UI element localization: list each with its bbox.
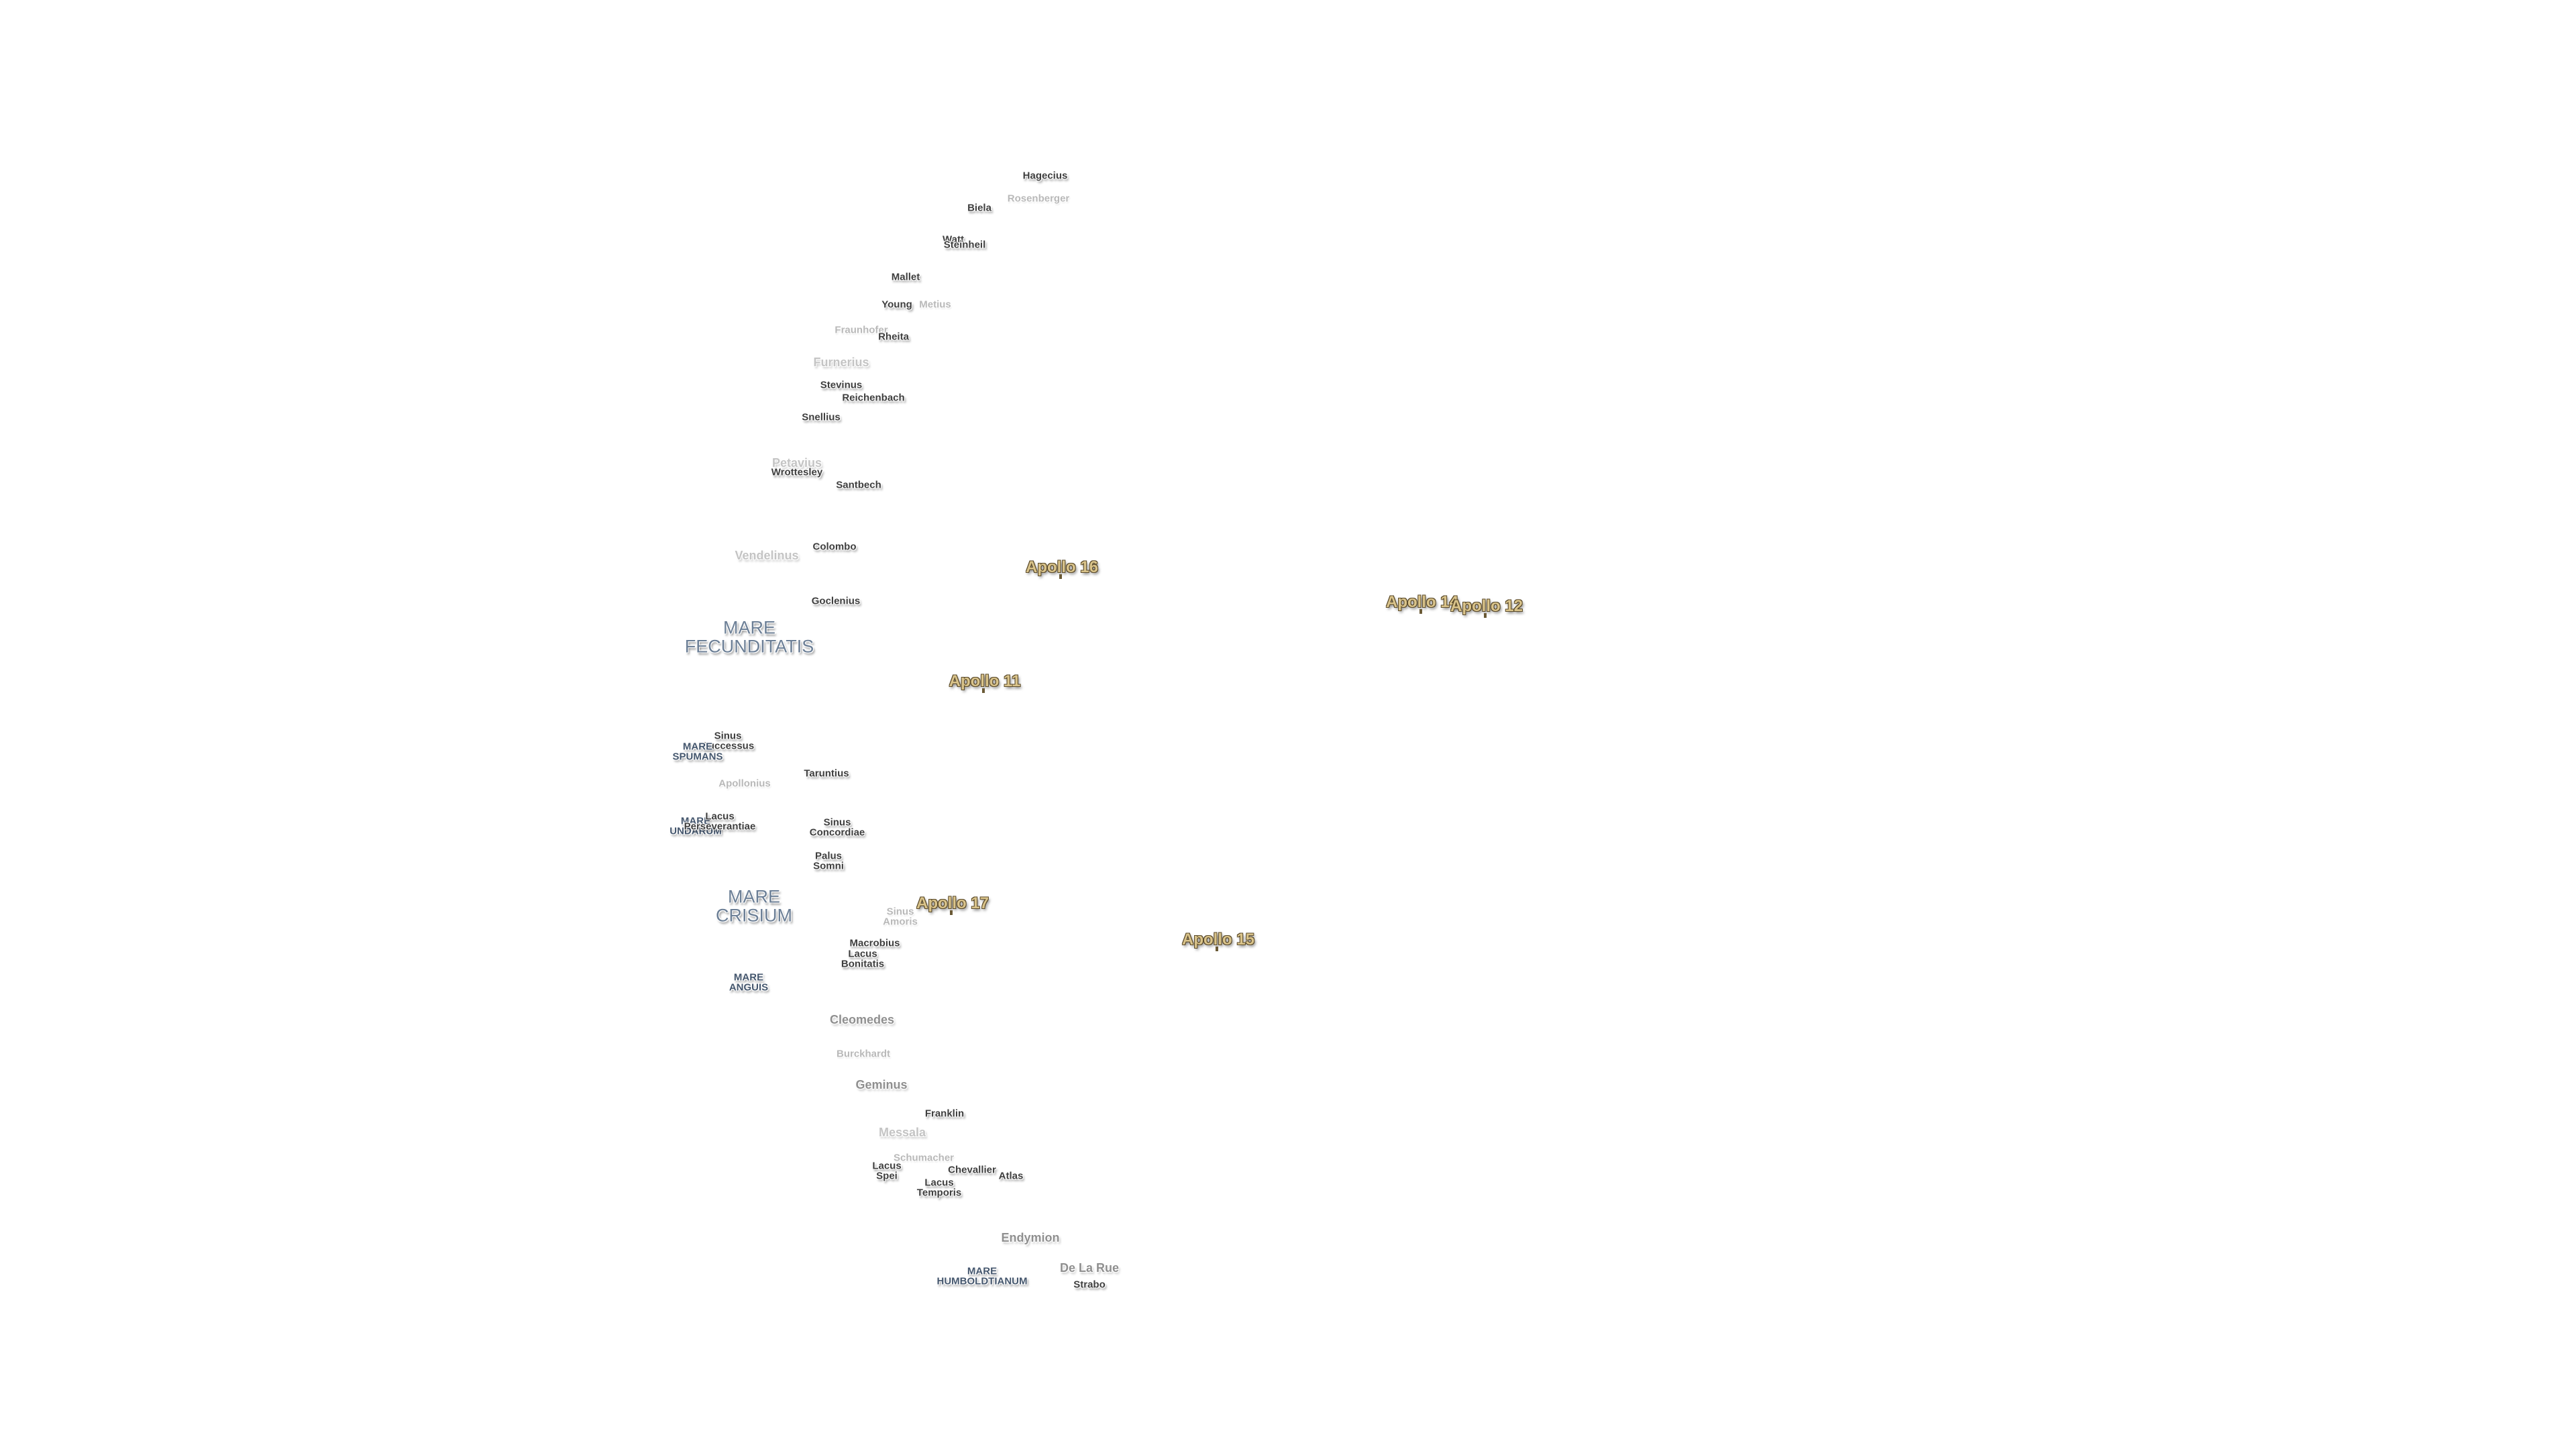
crater-label[interactable]: Petavius [771, 455, 822, 470]
crater-label[interactable]: Lacus Spei [872, 1160, 902, 1182]
mare-label[interactable]: MARE UNDARUM [669, 815, 722, 837]
landing-site-marker [1059, 574, 1062, 579]
crater-label[interactable]: Sinus Amoris [883, 906, 918, 928]
crater-label[interactable]: De La Rue [1059, 1260, 1120, 1275]
mare-label[interactable]: MARE FECUNDITATIS [684, 617, 814, 656]
crater-label[interactable]: Strabo [1073, 1279, 1106, 1291]
crater-label[interactable]: Schumacher [893, 1152, 955, 1164]
crater-label[interactable]: Endymion [1001, 1230, 1060, 1244]
crater-label[interactable]: Hagecius [1022, 170, 1068, 182]
crater-label[interactable]: Geminus [855, 1077, 908, 1091]
crater-label[interactable]: Furnerius [813, 355, 869, 369]
crater-label[interactable]: Rheita [878, 331, 909, 343]
crater-label[interactable]: Lacus Temporis [916, 1177, 962, 1199]
crater-label[interactable]: Messala [878, 1125, 926, 1139]
crater-label[interactable]: Franklin [924, 1108, 965, 1120]
crater-label[interactable]: Chevallier [948, 1164, 996, 1176]
crater-label[interactable]: Reichenbach [842, 392, 905, 404]
mare-label[interactable]: MARE CRISIUM [716, 886, 792, 925]
apollo-label[interactable]: Apollo 16 [1025, 557, 1099, 576]
crater-label[interactable]: Macrobius [849, 937, 900, 949]
crater-label[interactable]: Lacus Bonitatis [841, 948, 885, 970]
crater-label[interactable]: Metius [919, 299, 951, 311]
crater-label[interactable]: Wrottesley [771, 466, 823, 478]
crater-label[interactable]: Apollonius [718, 777, 771, 790]
crater-label[interactable]: Atlas [998, 1170, 1024, 1182]
crater-label[interactable]: Sinus Successus [701, 730, 755, 752]
crater-label[interactable]: Mallet [891, 271, 920, 283]
crater-label[interactable]: Vendelinus [735, 548, 799, 562]
apollo-label[interactable]: Apollo 11 [949, 672, 1021, 690]
crater-label[interactable]: Colombo [812, 541, 857, 553]
crater-label[interactable]: Rosenberger [1007, 193, 1070, 205]
crater-label[interactable]: Burckhardt [836, 1048, 891, 1060]
apollo-label[interactable]: Apollo 14 [1385, 592, 1459, 611]
crater-label[interactable]: Lacus Perseverantiae [684, 810, 756, 833]
apollo-label[interactable]: Apollo 12 [1450, 596, 1523, 615]
crater-label[interactable]: Biela [967, 202, 991, 214]
crater-label[interactable]: Stevinus [820, 379, 863, 391]
landing-site-marker [1419, 609, 1422, 614]
crater-label[interactable]: Goclenius [811, 595, 861, 607]
crater-label[interactable]: Watt [943, 233, 964, 246]
crater-label[interactable]: Young [881, 299, 912, 311]
crater-label[interactable]: Sinus Concordiae [809, 816, 865, 839]
mare-label[interactable]: MARE SPUMANS [672, 741, 723, 763]
crater-label[interactable]: Snellius [802, 411, 841, 423]
crater-label[interactable]: Santbech [836, 479, 881, 491]
crater-label[interactable]: Steinheil [943, 239, 986, 251]
landing-site-marker [1216, 947, 1218, 951]
crater-label[interactable]: Palus Somni [813, 850, 844, 872]
crater-label[interactable]: Cleomedes [829, 1012, 895, 1026]
crater-label[interactable]: Taruntius [804, 767, 849, 780]
apollo-label[interactable]: Apollo 17 [916, 894, 989, 912]
landing-site-marker [1484, 613, 1487, 618]
apollo-label[interactable]: Apollo 15 [1181, 930, 1255, 949]
mare-label[interactable]: MARE ANGUIS [729, 971, 769, 994]
crater-label[interactable]: Fraunhofer [835, 324, 888, 336]
landing-site-marker [950, 910, 953, 915]
landing-site-marker [982, 688, 985, 693]
mare-label[interactable]: MARE HUMBOLDTIANUM [936, 1265, 1028, 1287]
